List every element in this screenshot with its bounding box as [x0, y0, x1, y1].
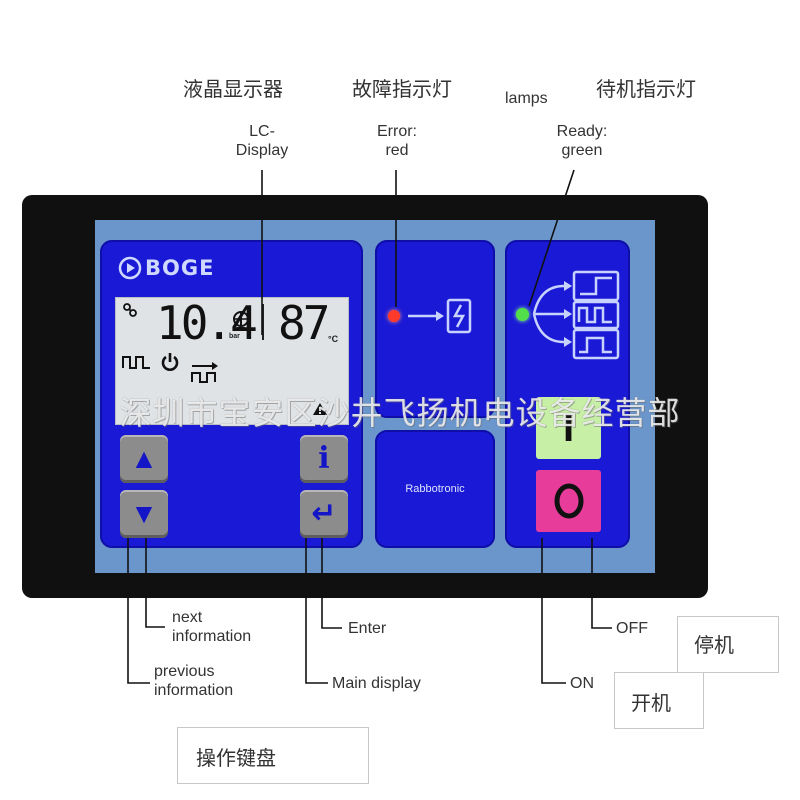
- on-button[interactable]: I: [536, 397, 601, 459]
- lcd-label-line2: Display: [235, 142, 289, 160]
- lcd-label-line1: LC-: [249, 123, 275, 140]
- on-label: ON: [570, 675, 594, 692]
- previous-info-label: previous information: [154, 662, 233, 700]
- load-cycle-icon: [122, 356, 150, 369]
- operating-state-icons: [532, 270, 620, 360]
- lcd-label-en: LC- Display: [222, 122, 302, 160]
- on-button-label: I: [562, 406, 575, 450]
- lcd-divider: [262, 304, 264, 340]
- stop-label-cn: 停机: [694, 633, 734, 657]
- error-label-line2: red: [385, 142, 409, 160]
- enter-icon: ↵: [311, 497, 337, 530]
- remote-load-icon: [191, 362, 218, 383]
- off-symbol-icon: [554, 483, 583, 519]
- temperature-value: 87: [278, 296, 330, 350]
- ready-label-en: Ready: green: [540, 122, 624, 160]
- next-label-line1: next: [172, 609, 203, 626]
- lc-display: 10.4 bar 87 °C: [115, 296, 349, 425]
- error-lamp-label-cn: 故障指示灯: [352, 77, 452, 101]
- keypad-label-cn: 操作键盘: [196, 746, 276, 770]
- up-arrow-icon: ▲: [130, 443, 158, 474]
- lamps-label: lamps: [505, 90, 548, 107]
- off-button[interactable]: [536, 470, 601, 532]
- error-panel: [375, 240, 495, 418]
- fault-symbol-icon: [408, 298, 472, 334]
- stop-label-box: 停机: [677, 616, 779, 673]
- warning-icon: [313, 403, 327, 415]
- error-label-en: Error: red: [357, 122, 437, 160]
- error-label-line1: Error:: [377, 123, 417, 140]
- ready-label-line1: Ready:: [556, 123, 608, 140]
- up-button[interactable]: ▲: [120, 435, 168, 483]
- temperature-unit: °C: [328, 334, 339, 344]
- error-lamp: [388, 310, 400, 322]
- enter-button[interactable]: ↵: [300, 490, 348, 538]
- power-icon: [161, 353, 179, 371]
- pressure-unit: bar: [229, 333, 240, 340]
- start-label-box: 开机: [614, 672, 704, 729]
- start-label-cn: 开机: [631, 691, 671, 715]
- enter-label: Enter: [348, 620, 387, 637]
- model-panel: [375, 430, 495, 548]
- info-icon: i: [318, 441, 330, 476]
- pressure-gauge-icon: [233, 311, 249, 331]
- main-display-label: Main display: [332, 675, 421, 692]
- down-arrow-icon: ▼: [130, 498, 158, 529]
- boge-logo-icon: [118, 256, 142, 280]
- ready-lamp-label-cn: 待机指示灯: [596, 77, 696, 101]
- ready-label-line2: green: [561, 142, 603, 160]
- lcd-label-cn: 液晶显示器: [183, 77, 283, 101]
- ready-lamp: [516, 308, 529, 321]
- brand-logo: BOGE: [118, 256, 214, 280]
- keypad-label-box: 操作键盘: [177, 727, 369, 784]
- down-button[interactable]: ▼: [120, 490, 168, 538]
- off-label: OFF: [616, 620, 648, 637]
- controller-name: Rabbotronic: [405, 483, 465, 495]
- next-label-line2: information: [172, 628, 252, 646]
- fan-icon: [123, 303, 137, 317]
- previous-label-line1: previous: [154, 663, 215, 680]
- next-info-label: next information: [172, 608, 251, 646]
- previous-label-line2: information: [154, 682, 234, 700]
- brand-name: BOGE: [145, 256, 215, 280]
- info-button[interactable]: i: [300, 435, 348, 483]
